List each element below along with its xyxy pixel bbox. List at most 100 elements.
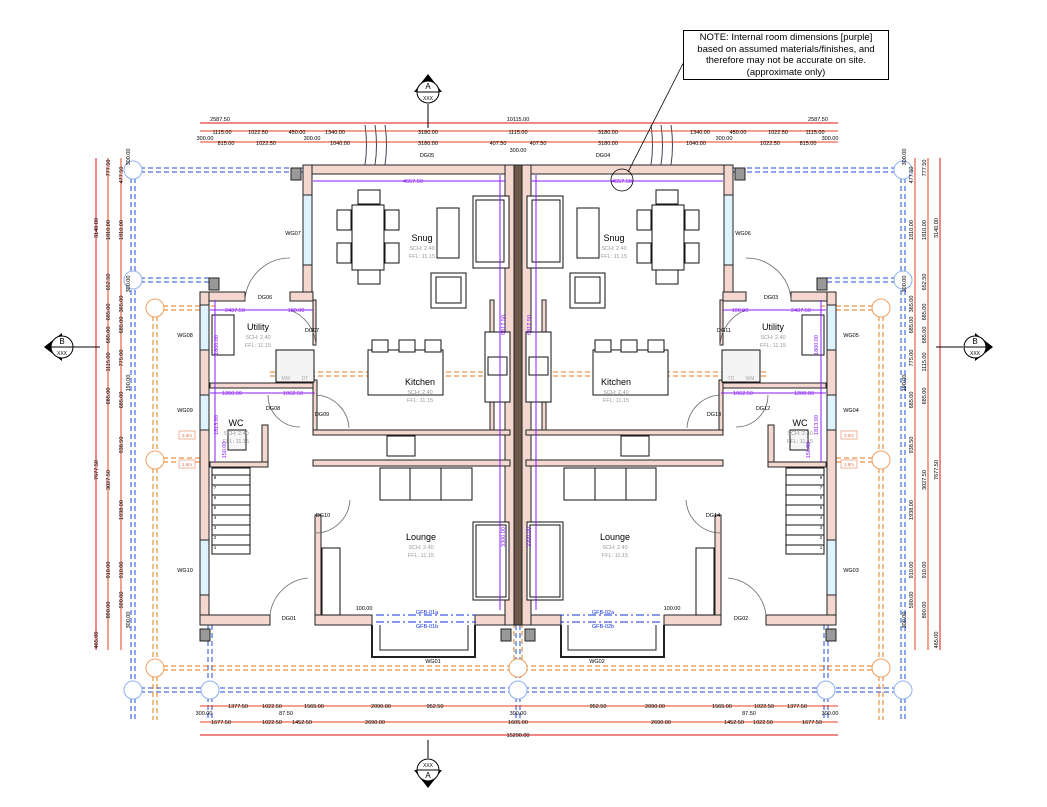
dimension-label: 1022.50 bbox=[768, 130, 788, 136]
window bbox=[199, 304, 210, 351]
tv-unit bbox=[321, 547, 341, 616]
column bbox=[524, 628, 536, 642]
dimension-label: 1565.00 bbox=[712, 704, 732, 710]
armchair-seat bbox=[435, 276, 462, 304]
section-ref: XXX bbox=[57, 351, 68, 357]
utility-sink bbox=[211, 314, 235, 356]
dimension-label: 652.50 bbox=[922, 274, 928, 291]
opening-tag: WG01 bbox=[425, 659, 441, 665]
note-line: therefore may not be accurate on site. bbox=[705, 55, 866, 66]
column bbox=[199, 628, 211, 642]
dimension-label: 2690.00 bbox=[651, 720, 671, 726]
dimension-label: 910.00 bbox=[119, 562, 125, 579]
grid-bubble-blue bbox=[508, 680, 528, 700]
dimension-label: 2690.00 bbox=[365, 720, 385, 726]
room-ceiling-height: SCH: 2.40 bbox=[409, 246, 434, 252]
party-wall bbox=[513, 164, 523, 626]
room-ceiling-height: SCH: 2.40 bbox=[223, 431, 248, 437]
dimension-label: 465.00 bbox=[934, 632, 940, 649]
appliance-space bbox=[275, 349, 315, 383]
room-floor-level: FFL: 11.15 bbox=[407, 398, 433, 404]
grid-bubble-orange bbox=[871, 450, 891, 470]
dimension-label: 1377.50 bbox=[228, 704, 248, 710]
room-name: Utility bbox=[247, 322, 269, 332]
room-ceiling-height: SCH: 2.40 bbox=[760, 335, 785, 341]
internal-dimension: 1200.00 bbox=[794, 391, 814, 397]
dimension-label: 1605.00 bbox=[508, 720, 528, 726]
grid-bubble-orange bbox=[145, 298, 165, 318]
internal-dimension: 2437.50 bbox=[225, 308, 245, 314]
window bbox=[199, 394, 210, 431]
door-leaf bbox=[650, 124, 653, 166]
opening-tag: DG14 bbox=[706, 513, 720, 519]
dimension-label: 1810.00 bbox=[119, 220, 125, 240]
room-floor-level: FFL: 11.15 bbox=[409, 254, 435, 260]
room-name: WC bbox=[793, 418, 808, 428]
room-floor-level: FFL: 11.15 bbox=[223, 439, 249, 445]
wall bbox=[314, 514, 322, 616]
door-leaf bbox=[670, 124, 673, 166]
note-box: NOTE: Internal room dimensions [purple] … bbox=[683, 30, 889, 80]
room-name: Kitchen bbox=[601, 377, 631, 387]
window bbox=[826, 394, 837, 431]
internal-dimension: 100.00 bbox=[664, 606, 681, 612]
internal-dimension: 100.00 bbox=[732, 308, 749, 314]
room-name: Snug bbox=[411, 233, 432, 243]
opening-tag: DG08 bbox=[266, 406, 280, 412]
dimension-label: 87.50 bbox=[742, 711, 756, 717]
column bbox=[825, 628, 837, 642]
dimension-label: 450.00 bbox=[289, 130, 306, 136]
chair bbox=[357, 189, 381, 205]
wall bbox=[663, 614, 722, 626]
wall bbox=[289, 291, 314, 302]
bar-stool bbox=[620, 339, 638, 353]
internal-dimension: 1813.90 bbox=[214, 415, 220, 435]
tv-unit bbox=[695, 547, 715, 616]
wall bbox=[209, 382, 316, 389]
door-swing bbox=[745, 257, 792, 301]
kitchen-island bbox=[367, 349, 444, 396]
dimension-label: 685.00 bbox=[106, 327, 112, 344]
grid-bubble-blue bbox=[816, 680, 836, 700]
section-letter: B bbox=[59, 337, 64, 346]
door-swing bbox=[269, 577, 309, 616]
internal-dimension: 1800.00 bbox=[214, 335, 220, 355]
opening-tag: WG02 bbox=[589, 659, 605, 665]
dimension-label: 300.00 bbox=[196, 711, 213, 717]
lounge-sofa-seat bbox=[475, 524, 507, 598]
dimension-label: 1938.00 bbox=[909, 500, 915, 520]
dimension-label: 890.00 bbox=[922, 602, 928, 619]
stair-number: 7 bbox=[214, 485, 217, 490]
wall bbox=[525, 459, 724, 467]
armchair-seat bbox=[574, 276, 601, 304]
wall bbox=[312, 299, 317, 346]
room-name: Utility bbox=[762, 322, 784, 332]
wall bbox=[714, 514, 722, 616]
note-line: based on assumed materials/finishes, and bbox=[697, 43, 875, 55]
dimension-label: 775.00 bbox=[119, 350, 125, 367]
room-floor-level: FFL: 11.15 bbox=[408, 553, 434, 559]
dimension-label: 3180.00 bbox=[598, 141, 618, 147]
opening-tag: WG09 bbox=[177, 408, 193, 414]
wall bbox=[767, 461, 827, 468]
door-swing bbox=[735, 394, 769, 428]
opening-tag: DG04 bbox=[596, 153, 610, 159]
dimension-label: 7677.50 bbox=[934, 460, 940, 480]
room-floor-level: FFL: 11.15 bbox=[245, 343, 271, 349]
grid-bubble-blue bbox=[893, 160, 913, 180]
dimension-label: 300.00 bbox=[126, 612, 132, 629]
dimension-label: 1040.00 bbox=[686, 141, 706, 147]
dimension-label: 10115.00 bbox=[507, 117, 530, 123]
dimension-label: 775.00 bbox=[909, 350, 915, 367]
internal-dimension: 1800.00 bbox=[814, 335, 820, 355]
dimension-label: 685.00 bbox=[106, 304, 112, 321]
appliance-label: TD bbox=[728, 376, 735, 382]
bar-stool bbox=[371, 339, 389, 353]
dimension-label: 1452.50 bbox=[724, 720, 744, 726]
stair-number: 2 bbox=[214, 535, 217, 540]
dimension-label: 365.00 bbox=[909, 296, 915, 313]
dimension-label: 3027.50 bbox=[922, 470, 928, 490]
wall bbox=[261, 424, 269, 468]
window bbox=[199, 539, 210, 596]
